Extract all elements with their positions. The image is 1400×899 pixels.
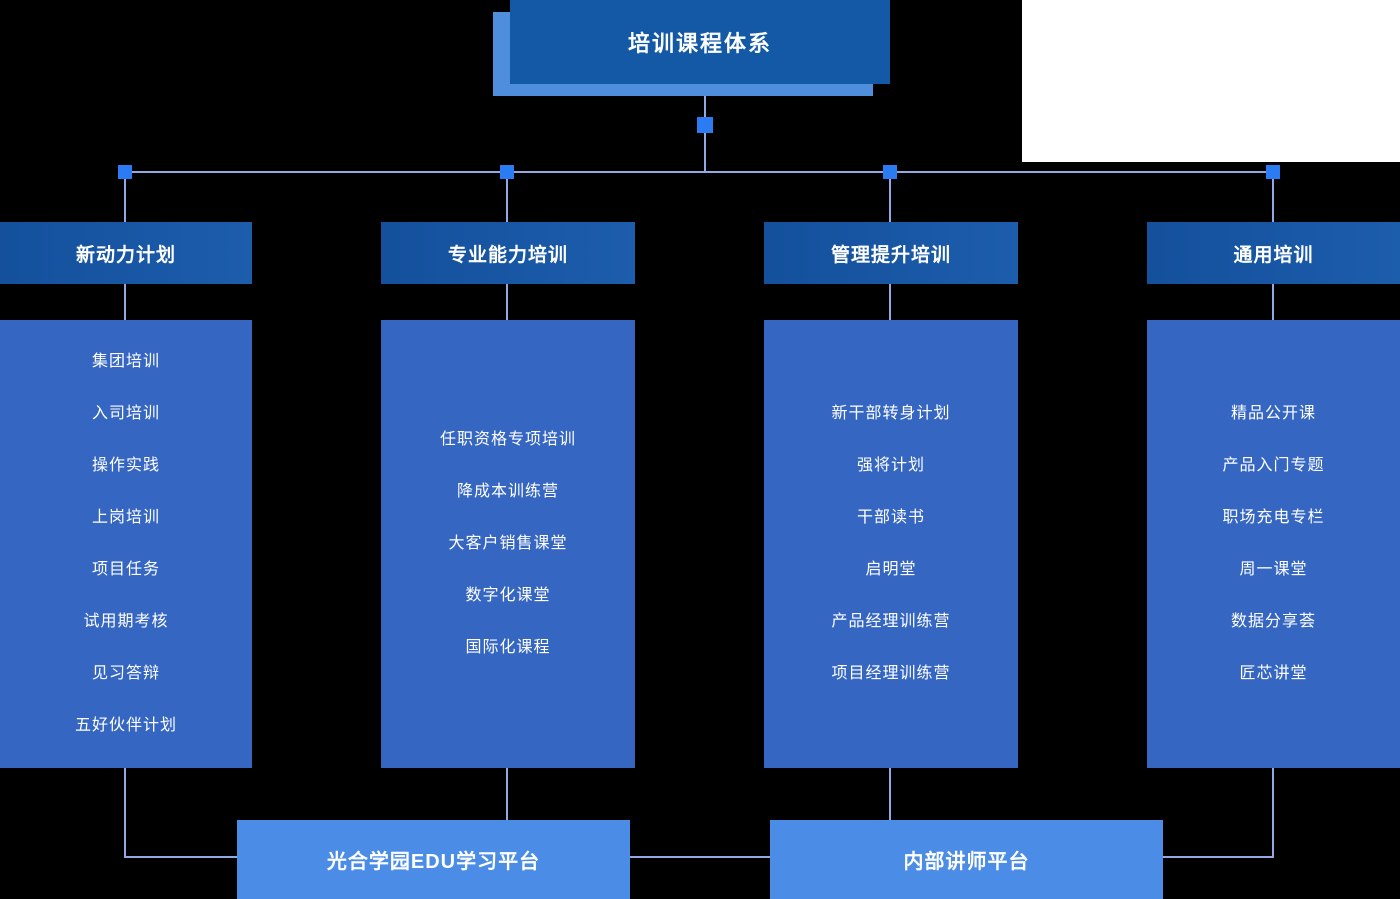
platform-internal-lecturer: 内部讲师平台 — [770, 820, 1163, 899]
course-item: 数字化课堂 — [465, 587, 551, 604]
connector-node-col1 — [118, 165, 132, 179]
connector-line-trunk — [124, 171, 1274, 173]
platform-edu-learning: 光合学园EDU学习平台 — [237, 820, 630, 899]
category-header-label: 专业能力培训 — [447, 244, 568, 266]
course-item: 项目经理训练营 — [831, 665, 951, 682]
course-item: 五好伙伴计划 — [74, 717, 177, 734]
course-item: 精品公开课 — [1230, 405, 1316, 422]
connector-line-col2-drop — [506, 171, 508, 222]
category-body-new-momentum: 集团培训 入司培训 操作实践 上岗培训 项目任务 试用期考核 见习答辩 五好伙伴… — [0, 320, 252, 768]
course-item: 项目任务 — [91, 561, 160, 578]
connector-line-col2-header-body — [506, 284, 508, 320]
course-item: 周一课堂 — [1239, 561, 1308, 578]
white-background-block — [1022, 0, 1400, 162]
connector-node-col2 — [500, 165, 514, 179]
connector-line-bottom-left — [124, 856, 238, 858]
connector-line-col2-bottom — [506, 768, 508, 820]
connector-line-col1-bottom — [124, 768, 126, 858]
course-item: 见习答辩 — [91, 665, 160, 682]
course-item: 强将计划 — [856, 457, 925, 474]
course-item: 上岗培训 — [91, 509, 160, 526]
connector-line-col3-header-body — [889, 284, 891, 320]
connector-line-bottom-right — [1162, 856, 1274, 858]
connector-node-col4 — [1266, 165, 1280, 179]
course-item: 操作实践 — [91, 457, 160, 474]
platform-label: 内部讲师平台 — [903, 851, 1030, 873]
diagram-title-label: 培训课程体系 — [627, 31, 772, 56]
course-item: 职场充电专栏 — [1222, 509, 1325, 526]
category-header-label: 新动力计划 — [75, 244, 176, 266]
connector-line-bottom-middle — [630, 856, 770, 858]
connector-line-col3-drop — [889, 171, 891, 222]
course-item: 匠芯讲堂 — [1239, 665, 1308, 682]
course-item: 大客户销售课堂 — [448, 535, 568, 552]
course-item: 集团培训 — [91, 353, 160, 370]
course-item: 产品入门专题 — [1222, 457, 1325, 474]
course-item: 试用期考核 — [83, 613, 169, 630]
category-body-management: 新干部转身计划 强将计划 干部读书 启明堂 产品经理训练营 项目经理训练营 — [764, 320, 1018, 768]
connector-node-col3 — [883, 165, 897, 179]
category-header-general: 通用培训 — [1147, 222, 1400, 284]
connector-line-col1-drop — [124, 171, 126, 222]
category-header-management: 管理提升培训 — [764, 222, 1018, 284]
connector-line-col4-bottom — [1272, 768, 1274, 858]
connector-line-col4-drop — [1272, 171, 1274, 222]
course-item: 国际化课程 — [465, 639, 551, 656]
connector-line-col1-header-body — [124, 284, 126, 320]
connector-line-col4-header-body — [1272, 284, 1274, 320]
course-item: 干部读书 — [856, 509, 925, 526]
category-header-new-momentum: 新动力计划 — [0, 222, 252, 284]
category-header-professional-skills: 专业能力培训 — [381, 222, 635, 284]
course-item: 产品经理训练营 — [831, 613, 951, 630]
category-header-label: 管理提升培训 — [830, 244, 951, 266]
course-item: 数据分享荟 — [1230, 613, 1316, 630]
diagram-title: 培训课程体系 — [510, 0, 890, 84]
connector-line-col3-bottom — [889, 768, 891, 820]
course-item: 入司培训 — [91, 405, 160, 422]
course-item: 降成本训练营 — [456, 483, 559, 500]
course-item: 任职资格专项培训 — [439, 431, 576, 448]
course-item: 新干部转身计划 — [831, 405, 951, 422]
category-body-professional-skills: 任职资格专项培训 降成本训练营 大客户销售课堂 数字化课堂 国际化课程 — [381, 320, 635, 768]
platform-label: 光合学园EDU学习平台 — [326, 851, 541, 873]
course-item: 启明堂 — [865, 561, 917, 578]
category-body-general: 精品公开课 产品入门专题 职场充电专栏 周一课堂 数据分享荟 匠芯讲堂 — [1147, 320, 1400, 768]
category-header-label: 通用培训 — [1233, 244, 1314, 266]
connector-node-root — [697, 117, 713, 133]
